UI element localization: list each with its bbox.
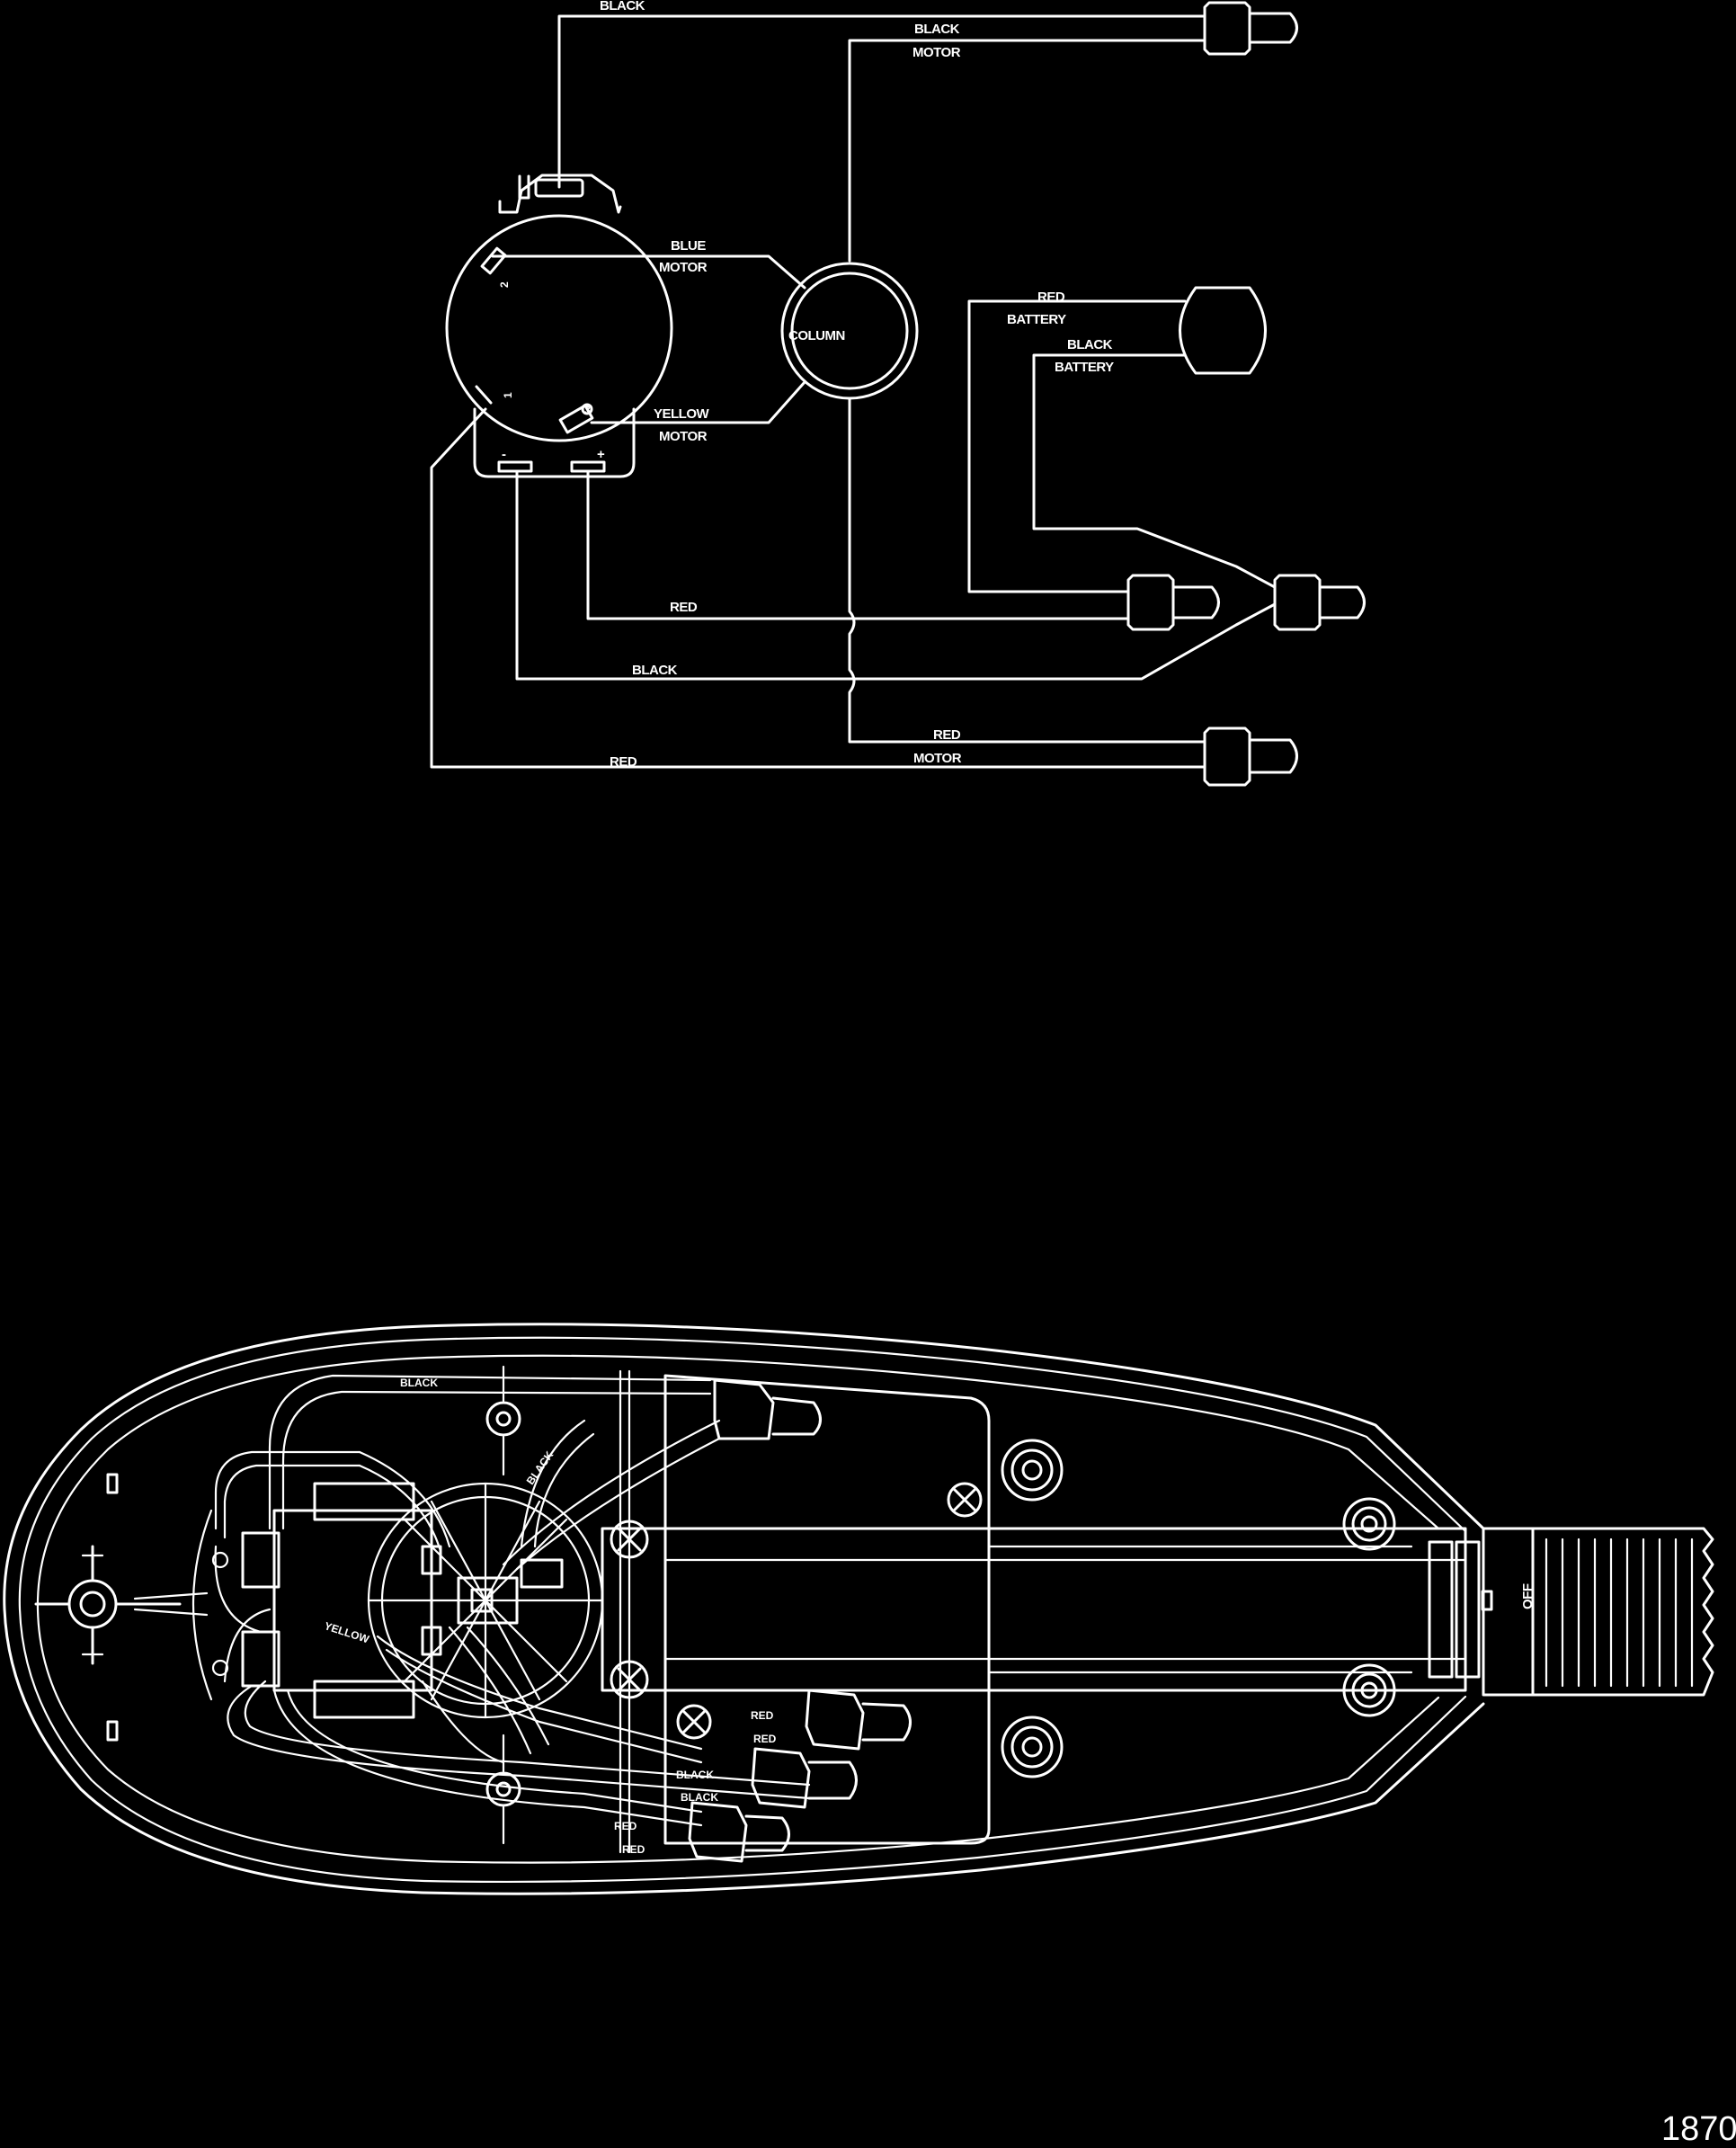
housing-outline [3, 1323, 1485, 1895]
cable-harness [214, 1374, 811, 1827]
head-connector-2 [805, 1689, 912, 1751]
blue-motor-label-1: BLUE [671, 238, 706, 254]
motor-head-view: OFF BLACK BLACK YELLOW RED RED BLACK BLA… [3, 1323, 1714, 1895]
black-motor-label-1: BLACK [914, 22, 960, 37]
gear-hub [367, 1482, 604, 1719]
yellow-motor-label-2: MOTOR [659, 429, 708, 444]
red-battery-wire [967, 299, 1187, 593]
yellow-motor-label-1: YELLOW [654, 406, 710, 422]
column-label: COLUMN [788, 328, 845, 343]
front-mount-knob [34, 1545, 209, 1665]
grommet-2 [1001, 1716, 1064, 1778]
slot-bottom [106, 1720, 119, 1742]
connector-mid-left [1126, 574, 1220, 631]
red-motor-label-1: RED [933, 727, 961, 743]
screw-2 [610, 1660, 649, 1699]
housing-rim [36, 1354, 1440, 1864]
head-connector-1 [713, 1378, 822, 1440]
screw-3 [947, 1482, 983, 1518]
head-black-label-1: BLACK [400, 1377, 438, 1389]
black-motor-label-2: MOTOR [913, 45, 961, 60]
terminal-minus-label: - [502, 447, 506, 462]
red-bottom-label: RED [610, 754, 637, 770]
red-battery-label-1: RED [1037, 290, 1065, 305]
head-connector-3 [751, 1747, 858, 1809]
red-battery-label-2: BATTERY [1007, 312, 1066, 327]
head-red-label-3: RED [614, 1820, 637, 1832]
terminal-3-label: 3 [584, 404, 591, 416]
head-black-label-3: BLACK [676, 1769, 714, 1781]
red-mid-wire [586, 469, 1130, 620]
seat-arc [191, 1509, 213, 1701]
red-bottom-wire [430, 407, 1206, 769]
center-post-top [485, 1365, 521, 1476]
grommet-4 [1342, 1663, 1396, 1717]
grommet-1 [1001, 1439, 1064, 1502]
terminal-1-label: 1 [502, 392, 514, 398]
yellow-motor-wire [590, 380, 806, 424]
head-connector-4 [688, 1801, 790, 1863]
black-battery-wire [1032, 353, 1277, 589]
screw-4 [676, 1704, 712, 1740]
off-label: OFF [1520, 1583, 1536, 1609]
tiller-handle: OFF [1481, 1527, 1714, 1697]
screw-1 [610, 1520, 649, 1559]
black-battery-label-2: BATTERY [1055, 360, 1114, 375]
figure-number: 1870 [1661, 2110, 1736, 2148]
blue-motor-label-2: MOTOR [659, 260, 708, 275]
center-post-bottom [485, 1734, 521, 1845]
housing-inner-outline [18, 1336, 1467, 1884]
black-motor-wire [848, 39, 1206, 263]
connector-top [1203, 1, 1298, 56]
black-top-wire [557, 14, 1206, 189]
head-black-label-4: BLACK [681, 1791, 718, 1804]
shaft-plate [663, 1374, 991, 1845]
black-battery-label-1: BLACK [1067, 337, 1113, 352]
switch-body: 2 1 3 - + [445, 174, 673, 478]
terminal-2-label: 2 [498, 281, 511, 288]
blue-motor-wire [491, 254, 806, 290]
battery-plug [1179, 286, 1267, 375]
red-mid-label: RED [670, 600, 698, 615]
red-motor-label-2: MOTOR [913, 751, 962, 766]
black-mid-label: BLACK [632, 663, 678, 678]
slot-top [106, 1473, 119, 1494]
head-red-label-4: RED [622, 1843, 645, 1856]
wiring-schematic: 2 1 3 - + COLUMN [430, 0, 1366, 787]
head-red-label-2: RED [753, 1733, 777, 1745]
black-mid-wire [515, 469, 1277, 681]
connector-bottom [1203, 726, 1298, 787]
terminal-plus-label: + [597, 447, 605, 462]
grommet-3 [1342, 1497, 1396, 1551]
red-motor-wire [848, 397, 1206, 744]
black-top-label: BLACK [600, 0, 645, 13]
motor-shaft [601, 1527, 1481, 1692]
connector-mid-right [1273, 574, 1366, 631]
head-red-label-1: RED [751, 1709, 774, 1722]
